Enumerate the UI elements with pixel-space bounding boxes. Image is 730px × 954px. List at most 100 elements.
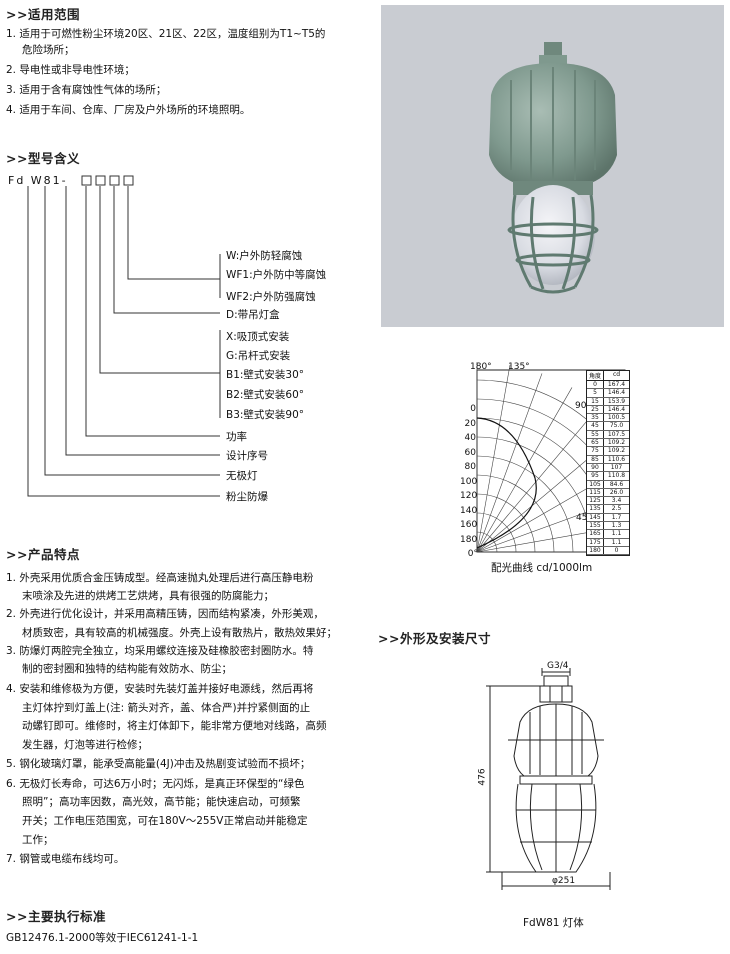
polar-scale-label: 120 (460, 491, 478, 501)
scope-item: 1. 适用于可燃性粉尘环境20区、21区、22区，温度组别为T1~T5的 (6, 28, 326, 40)
polar-angle-cell: 85 (587, 455, 604, 463)
polar-cd-cell: 110.8 (607, 472, 626, 480)
polar-cd-cell: 109.2 (607, 439, 626, 447)
polar-cd-cell: 107 (610, 463, 623, 471)
polar-scale-label: 80 (464, 462, 476, 472)
model-option: 无极灯 (226, 470, 258, 482)
model-option: 设计序号 (226, 450, 268, 462)
polar-cd-cell: 26.0 (609, 488, 624, 496)
feature-line: 3. 防爆灯两腔完全独立，均采用螺纹连接及硅橡胶密封圈防水。特 (6, 645, 314, 657)
feature-line: 照明”；高功率因数，高光效，高节能；能快速启动，可频繁 (22, 796, 301, 808)
polar-table-row: 155 1.3 (587, 522, 629, 531)
polar-scale-label: 140 (460, 505, 478, 516)
polar-scale-label: 0° (467, 549, 478, 559)
model-option: D:带吊灯盒 (226, 309, 280, 321)
feature-line: 1. 外壳采用优质合金压铸成型。经高速抛丸处理后进行高压静电粉 (6, 572, 314, 584)
feature-line: 工作； (22, 834, 54, 846)
polar-cd-cell: 107.5 (607, 430, 626, 438)
model-option: 功率 (226, 431, 247, 443)
polar-cd-cell: 84.6 (609, 480, 624, 488)
polar-scale-label: 40 (464, 433, 476, 443)
polar-angle-cell: 75 (587, 447, 604, 455)
feature-line: 5. 钢化玻璃灯罩，能承受高能量(4J)冲击及热剧变试验而不损坏； (6, 758, 311, 770)
polar-table-header: 角度 (587, 371, 604, 380)
polar-cd-cell: 1.1 (611, 538, 622, 546)
model-option: B1:壁式安装30° (226, 369, 305, 381)
standards-title: >>主要执行标准 (6, 909, 106, 924)
lamp-photo (381, 5, 724, 327)
polar-angle-cell: 25 (587, 405, 604, 414)
polar-scale-label: 160 (460, 520, 478, 530)
model-code: Fd W81- (8, 174, 68, 187)
polar-cd-cell: 1.7 (611, 513, 622, 521)
polar-table-header: cd (612, 371, 621, 378)
polar-cd-cell: 1.3 (611, 522, 622, 530)
scope-item: 4. 适用于车间、仓库、厂房及户外场所的环境照明。 (6, 104, 251, 116)
polar-angle-cell: 135 (587, 505, 604, 513)
polar-angle-cell: 115 (587, 488, 604, 497)
polar-table-row: 45 75.0 (587, 422, 629, 431)
polar-diagram (476, 362, 630, 553)
feature-line: 6. 无极灯长寿命，可达6万小时；无闪烁，是真正环保型的“绿色 (6, 778, 305, 790)
feature-line: 动螺钉即可。维修时，将主灯体卸下，能非常方便地对线路，高频 (22, 720, 327, 732)
polar-curve (476, 417, 537, 549)
feature-line: 材质致密，具有较高的机械强度。外壳上设有散热片，散热效果好； (22, 627, 337, 639)
polar-angle-cell: 35 (587, 414, 604, 422)
polar-table-row: 115 26.0 (587, 488, 629, 498)
polar-angle-cell: 125 (587, 497, 604, 505)
polar-cd-cell: 167.4 (607, 381, 626, 388)
model-option: X:吸顶式安装 (226, 331, 290, 343)
scope-title: >>适用范围 (6, 7, 80, 22)
dimensions-title: >>外形及安装尺寸 (378, 631, 491, 646)
feature-line: 末喷涂及先进的烘烤工艺烘烤，具有很强的防腐能力； (22, 590, 274, 602)
dimension-caption: FdW81 灯体 (523, 917, 584, 929)
polar-angle-cell: 5 (587, 389, 604, 397)
feature-line: 制的密封圈和独特的结构能有效防水、防尘； (22, 663, 232, 675)
polar-label-90: 90° (575, 401, 591, 411)
polar-angle-cell: 155 (587, 522, 604, 530)
polar-angle-cell: 0 (587, 381, 604, 389)
polar-angle-cell: 45 (587, 422, 604, 430)
polar-table-row: 90 107 (587, 463, 629, 473)
model-option: W:户外防轻腐蚀 (226, 250, 303, 262)
feature-line: 发生器，灯泡等进行检修； (22, 739, 148, 751)
polar-cd-cell: 109.2 (607, 447, 626, 455)
standards-text: GB12476.1-2000等效于IEC61241-1-1 (6, 932, 199, 944)
scope-item: 3. 适用于含有腐蚀性气体的场所； (6, 84, 167, 96)
polar-cd-cell: 146.4 (607, 389, 626, 397)
polar-scale-label: 100 (460, 476, 478, 487)
features-title: >>产品特点 (6, 547, 80, 562)
polar-cd-cell: 75.0 (609, 422, 624, 430)
polar-cd-cell: 146.4 (607, 405, 626, 413)
polar-cd-cell: 153.9 (607, 397, 626, 405)
feature-line: 主灯体拧到灯盖上(注: 箭头对齐，盖、体合严)并拧紧侧面的止 (22, 702, 311, 714)
dimension-height: 476 (477, 768, 488, 786)
model-code-tree (27, 175, 221, 497)
model-option: G:吊杆式安装 (226, 350, 291, 362)
polar-angle-cell: 65 (587, 439, 604, 447)
polar-scale-label: 180 (460, 534, 478, 545)
polar-angle-cell: 15 (587, 397, 604, 405)
dimension-thread: G3/4 (547, 661, 569, 671)
dimension-diameter: φ251 (552, 876, 576, 886)
polar-cd-cell: 110.6 (607, 455, 626, 463)
feature-line: 2. 外壳进行优化设计，并采用高精压铸，因而结构紧凑，外形美观， (6, 608, 324, 620)
polar-scale-label: 0 (470, 404, 476, 414)
polar-scale-label: 20 (464, 418, 476, 429)
feature-line: 开关；工作电压范围宽，可在180V～255V正常启动并能稳定 (22, 815, 308, 827)
polar-angle-cell: 90 (587, 463, 604, 472)
polar-caption: 配光曲线 cd/1000lm (491, 562, 593, 574)
polar-angle-cell: 165 (587, 530, 604, 538)
polar-label-180: 180° (470, 362, 492, 372)
